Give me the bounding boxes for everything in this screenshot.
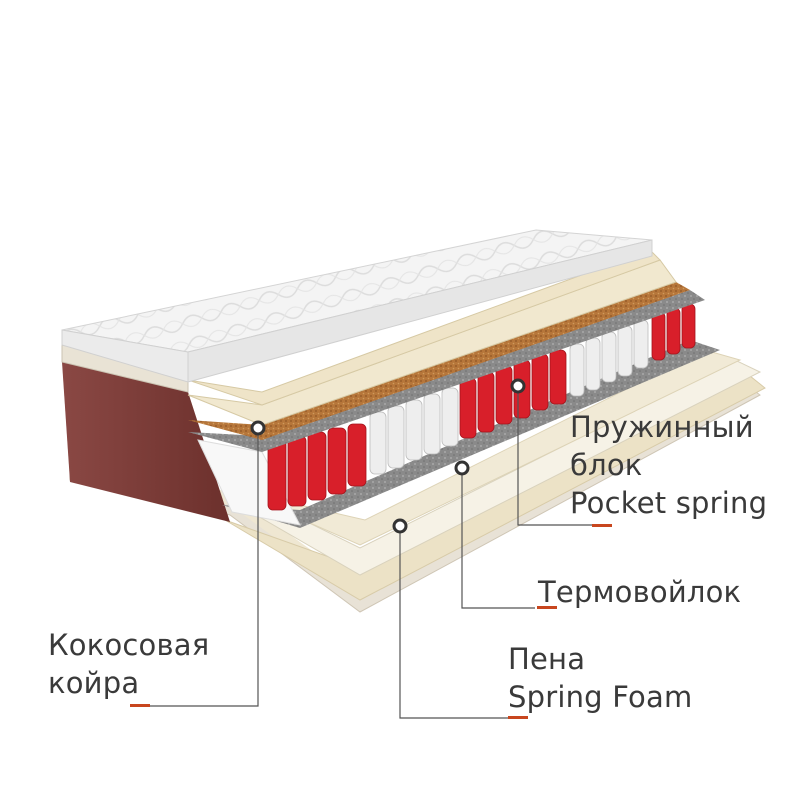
callout-coconut-line1: Кокосовая [48,628,210,662]
thermofelt-marker-dot [454,460,470,476]
foam-accent-underline [508,716,528,719]
pocket-spring-accent-underline [592,524,612,527]
pocket-spring-marker-dot [510,378,526,394]
coconut-marker-dot [250,420,266,436]
pocket-springs [197,303,696,526]
callout-foam: Пена Spring Foam [508,640,692,716]
callout-foam-line2: Spring Foam [508,680,693,714]
callout-pocket-spring-line3: Pocket spring [570,486,768,520]
callout-thermofelt-line1: Термовойлок [538,575,742,609]
coconut-coir-layer [188,282,690,440]
coconut-accent-underline [130,704,150,707]
quilted-cover [61,229,653,383]
leader-lines [150,386,612,719]
callout-foam-line1: Пена [508,642,586,676]
callout-coconut-line2: койра [48,666,140,700]
callout-coconut: Кокосовая койра [48,626,209,702]
thermofelt-accent-underline [537,606,557,609]
callout-thermofelt: Термовойлок [538,573,741,611]
callout-pocket-spring: Пружинный блок Pocket spring [570,408,767,522]
callout-pocket-spring-line1: Пружинный [570,410,754,444]
felt-upper [188,290,705,452]
callout-dots [250,378,526,534]
foam-marker-dot [392,518,408,534]
callout-pocket-spring-line2: блок [570,448,643,482]
